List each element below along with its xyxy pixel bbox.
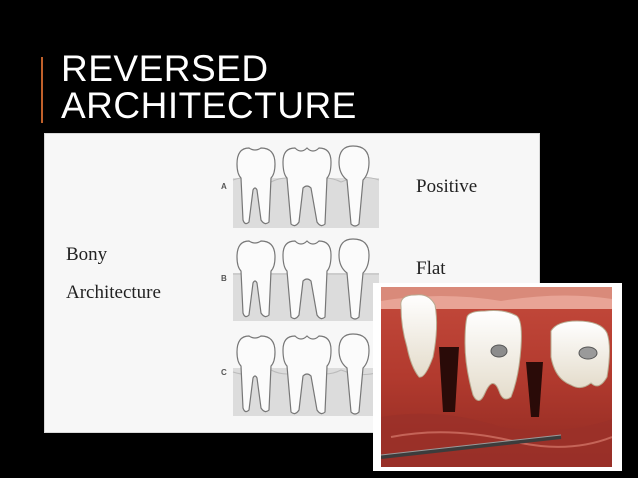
clinical-photo-image	[381, 287, 612, 467]
row-b-letter: B	[221, 274, 227, 283]
diagram-label-architecture: Architecture	[66, 282, 161, 304]
teeth-row-b-illustration	[231, 237, 381, 322]
row-c-letter: C	[221, 368, 227, 377]
clinical-photo	[373, 283, 622, 471]
diagram-label-bony: Bony	[66, 244, 107, 266]
title-accent-bar	[41, 57, 43, 123]
slide-title-line1: REVERSED	[61, 50, 357, 87]
teeth-row-c-illustration	[231, 332, 381, 417]
teeth-row-a-illustration	[231, 144, 381, 229]
row-b-label: Flat	[416, 258, 446, 280]
row-a-label: Positive	[416, 176, 477, 198]
row-a-letter: A	[221, 182, 227, 191]
slide-title-line2: ARCHITECTURE	[61, 87, 357, 124]
slide-title: REVERSED ARCHITECTURE	[61, 50, 357, 124]
